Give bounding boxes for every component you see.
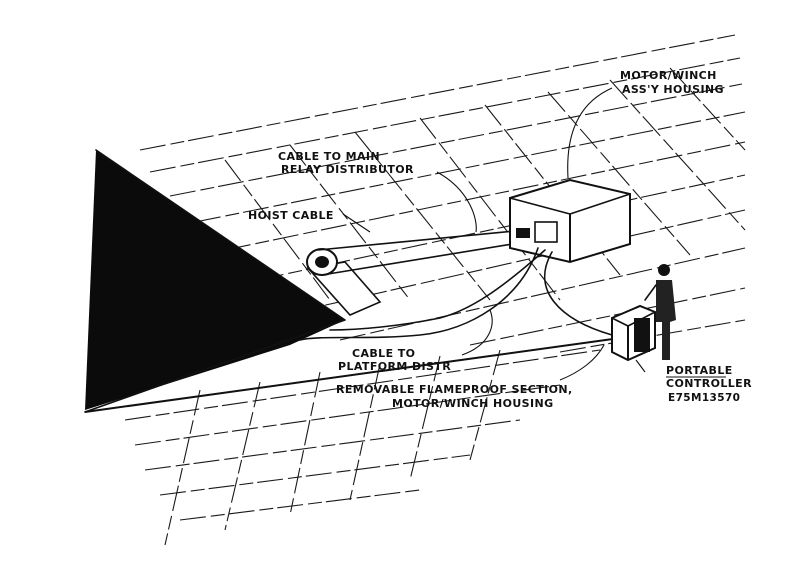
- operator-figure: [644, 264, 676, 360]
- label-cable-to-main-relay-distributor: CABLE TO MAIN RELAY DISTRIBUTOR: [278, 150, 414, 176]
- floor-edge: [84, 337, 621, 413]
- cable-to-platform-distr: [329, 249, 546, 331]
- hoistway-opening: [85, 150, 345, 410]
- svg-text:MOTOR/WINCH: MOTOR/WINCH: [620, 69, 717, 82]
- sheave-assembly: [306, 248, 382, 316]
- label-cable-to-platform-distr: CABLE TO PLATFORM DISTR: [338, 347, 451, 373]
- hoist-cable: [317, 229, 526, 276]
- label-portable-controller: PORTABLE CONTROLLER: [666, 364, 752, 390]
- svg-text:RELAY DISTRIBUTOR: RELAY DISTRIBUTOR: [281, 163, 414, 176]
- svg-text:CABLE TO MAIN: CABLE TO MAIN: [278, 150, 380, 163]
- opening-edge: [84, 149, 346, 413]
- label-hoist-cable: HOIST CABLE: [248, 209, 334, 222]
- label-removable-flameproof-section: REMOVABLE FLAMEPROOF SECTION, MOTOR/WINC…: [336, 383, 573, 410]
- controller-cable: [543, 251, 613, 336]
- svg-text:CONTROLLER: CONTROLLER: [666, 377, 752, 390]
- label-motor-winch-housing: MOTOR/WINCH ASS'Y HOUSING: [620, 69, 724, 96]
- svg-text:CABLE TO: CABLE TO: [352, 347, 415, 360]
- svg-text:PLATFORM DISTR: PLATFORM DISTR: [338, 360, 451, 373]
- figure-code: E75M13570: [668, 392, 740, 404]
- svg-text:PORTABLE: PORTABLE: [666, 364, 733, 377]
- svg-text:ASS'Y HOUSING: ASS'Y HOUSING: [622, 83, 724, 96]
- svg-text:MOTOR/WINCH HOUSING: MOTOR/WINCH HOUSING: [392, 397, 554, 410]
- svg-text:REMOVABLE FLAMEPROOF SECTION,: REMOVABLE FLAMEPROOF SECTION,: [336, 383, 573, 396]
- cable-to-relay-distributor: [299, 247, 539, 341]
- motor-winch-housing: [509, 178, 631, 264]
- lower-deck-grid: [124, 349, 601, 546]
- leader-lines: [342, 87, 646, 381]
- portable-controller: [611, 304, 656, 362]
